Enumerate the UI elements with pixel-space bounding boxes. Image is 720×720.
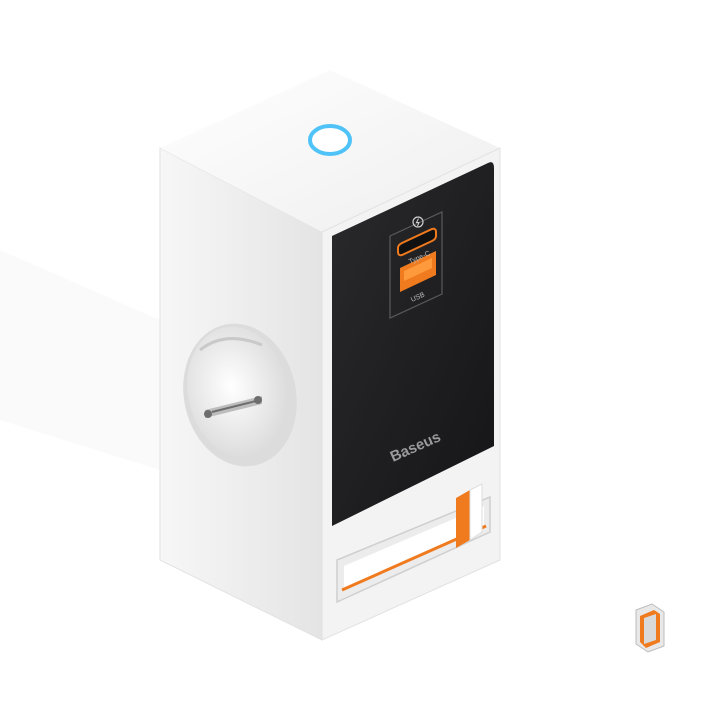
cable-tray[interactable] <box>336 495 491 604</box>
port-group-frame <box>389 211 443 319</box>
front-dark-panel <box>332 162 494 526</box>
power-ring-icon[interactable] <box>308 124 352 156</box>
eu-socket[interactable] <box>170 313 309 477</box>
background-shade <box>0 250 160 470</box>
lightning-bolt-icon <box>412 216 424 228</box>
usb-port[interactable] <box>400 251 436 292</box>
cable-head[interactable] <box>456 483 483 548</box>
type-c-port[interactable] <box>397 227 437 257</box>
usb-c-plug-icon <box>635 603 665 653</box>
